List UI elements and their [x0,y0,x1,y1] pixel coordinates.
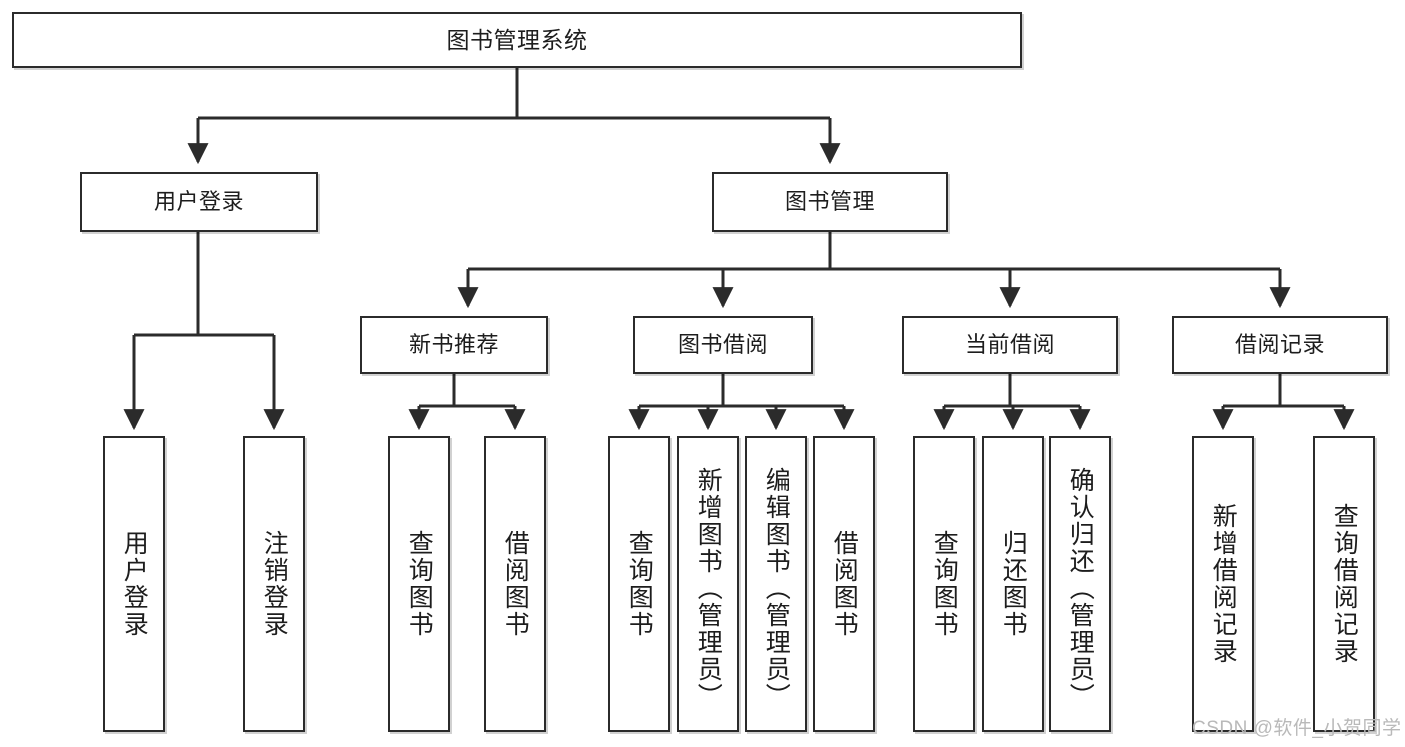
node-leaf-return-book[interactable]: 归还图书 [982,436,1044,732]
node-leaf-add-book-label: 新增图书（管理员） [694,466,723,710]
node-new-book-recommend[interactable]: 新书推荐 [360,316,548,374]
node-leaf-edit-book-label: 编辑图书（管理员） [762,466,791,710]
node-leaf-borrow-book-2-label: 借阅图书 [830,530,859,638]
node-leaf-user-login-label: 用户登录 [120,530,149,638]
node-root-label: 图书管理系统 [446,26,588,53]
node-root[interactable]: 图书管理系统 [12,12,1022,68]
node-leaf-query-record-label: 查询借阅记录 [1330,503,1359,665]
node-leaf-borrow-book-1-label: 借阅图书 [501,530,530,638]
node-book-manage-label: 图书管理 [784,189,875,214]
node-leaf-confirm-return-label: 确认归还（管理员） [1066,466,1095,710]
node-leaf-borrow-book-1[interactable]: 借阅图书 [484,436,546,732]
node-leaf-add-record-label: 新增借阅记录 [1209,503,1238,665]
node-leaf-query-book-2[interactable]: 查询图书 [608,436,670,732]
node-leaf-query-book-1-label: 查询图书 [405,530,434,638]
node-user-login-label: 用户登录 [153,189,244,214]
node-leaf-edit-book[interactable]: 编辑图书（管理员） [745,436,807,732]
node-leaf-user-logout-label: 注销登录 [260,530,289,638]
node-leaf-query-record[interactable]: 查询借阅记录 [1313,436,1375,732]
node-new-book-recommend-label: 新书推荐 [408,332,499,357]
node-leaf-query-book-3-label: 查询图书 [930,530,959,638]
node-book-manage[interactable]: 图书管理 [712,172,948,232]
node-leaf-confirm-return[interactable]: 确认归还（管理员） [1049,436,1111,732]
node-leaf-return-book-label: 归还图书 [999,530,1028,638]
node-leaf-borrow-book-2[interactable]: 借阅图书 [813,436,875,732]
node-leaf-add-record[interactable]: 新增借阅记录 [1192,436,1254,732]
node-user-login[interactable]: 用户登录 [80,172,318,232]
node-borrow-record[interactable]: 借阅记录 [1172,316,1388,374]
node-borrow-record-label: 借阅记录 [1234,332,1325,357]
node-book-borrow-label: 图书借阅 [677,332,768,357]
node-leaf-query-book-1[interactable]: 查询图书 [388,436,450,732]
node-leaf-query-book-2-label: 查询图书 [625,530,654,638]
node-book-borrow[interactable]: 图书借阅 [633,316,813,374]
node-leaf-user-logout[interactable]: 注销登录 [243,436,305,732]
node-leaf-query-book-3[interactable]: 查询图书 [913,436,975,732]
watermark-text: CSDN @软件_小贺同学 [1192,718,1402,739]
node-leaf-user-login[interactable]: 用户登录 [103,436,165,732]
node-leaf-add-book[interactable]: 新增图书（管理员） [677,436,739,732]
node-current-borrow[interactable]: 当前借阅 [902,316,1118,374]
node-current-borrow-label: 当前借阅 [964,332,1055,357]
